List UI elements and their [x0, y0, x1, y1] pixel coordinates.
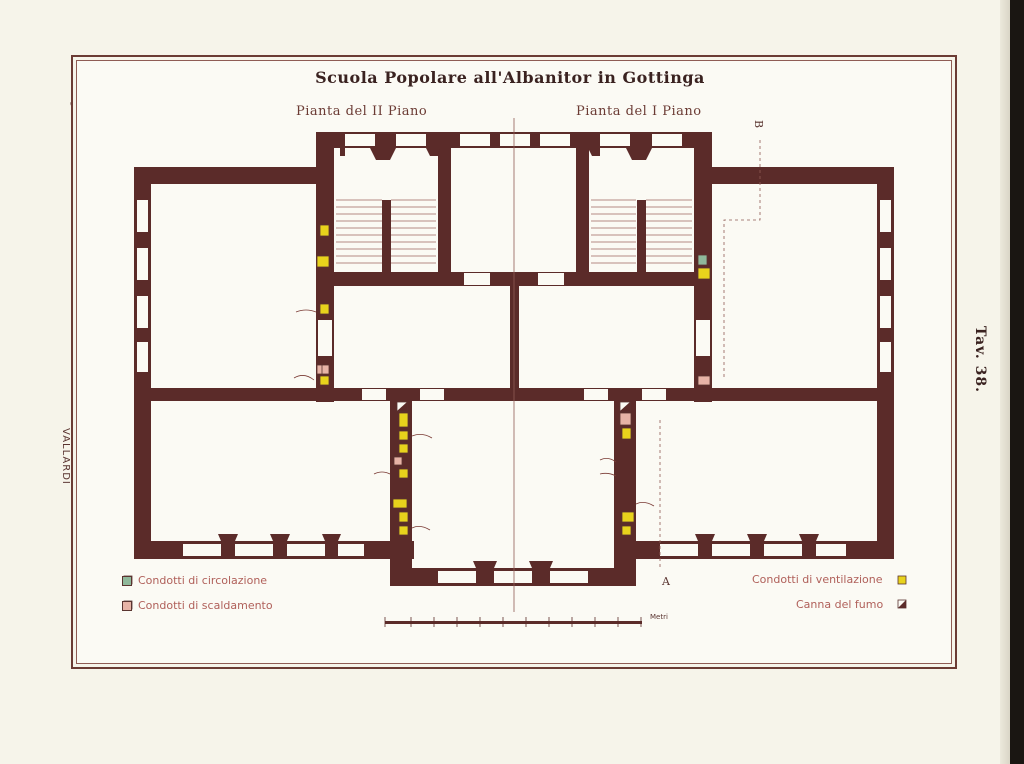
right-wing-north-wall	[694, 167, 894, 184]
right-south-wall	[614, 541, 894, 559]
center-east-wall	[614, 401, 636, 586]
stair-newel-left	[382, 200, 391, 278]
second-floor-label: Pianta del II Piano	[296, 104, 428, 119]
staircase-right	[591, 199, 692, 264]
heating-swatch	[122, 600, 132, 611]
left-wing-windows	[137, 200, 148, 372]
stair-wall-south	[438, 272, 589, 286]
legend-flue: Canna del fumo	[796, 598, 883, 611]
landing-wall-left	[334, 272, 438, 286]
chimney-flues	[396, 401, 907, 609]
legend-ventilation: Condotti di ventilazione	[752, 573, 883, 586]
ventilation-ducts	[316, 224, 907, 585]
page-binding-shadow	[1000, 0, 1010, 764]
circulation-swatch	[122, 575, 132, 586]
first-floor-label: Pianta del I Piano	[576, 104, 702, 119]
center-partition	[510, 286, 519, 396]
right-wing-windows	[880, 200, 891, 372]
left-wing-north-wall	[134, 167, 334, 184]
section-mark-b: B	[752, 120, 765, 129]
section-mark-a: A	[662, 575, 670, 588]
north-windows	[345, 134, 682, 146]
stair-newel-right	[637, 200, 646, 278]
center-west-wall	[390, 401, 412, 586]
south-window-piers	[218, 534, 819, 568]
plate-title: Scuola Popolare all'Albanitor in Gotting…	[315, 68, 705, 87]
legend-heating: Condotti di scaldamento	[122, 599, 273, 612]
corridor-doors	[318, 273, 710, 400]
legend-circulation-label: Condotti di circolazione	[138, 574, 268, 587]
north-window-splays	[340, 148, 652, 160]
landing-wall-right	[589, 272, 694, 286]
staircase-left	[336, 199, 436, 264]
legend-flue-label: Canna del fumo	[796, 598, 884, 611]
left-south-wall	[134, 541, 414, 559]
section-dashes	[659, 140, 761, 570]
scale-bar	[384, 617, 642, 627]
scale-unit-label: Metri	[650, 613, 668, 621]
airflow-arrows	[293, 309, 655, 531]
page-edge	[1010, 0, 1024, 764]
plate-number: Tav. 38.	[972, 326, 988, 393]
south-windows	[183, 544, 846, 583]
legend-circulation: Condotti di circolazione	[122, 574, 267, 587]
legend-heating-label: Condotti di scaldamento	[138, 599, 273, 612]
legend-ventilation-label: Condotti di ventilazione	[752, 573, 883, 586]
stair-wall-left	[438, 148, 451, 286]
stair-wall-right	[576, 148, 589, 286]
